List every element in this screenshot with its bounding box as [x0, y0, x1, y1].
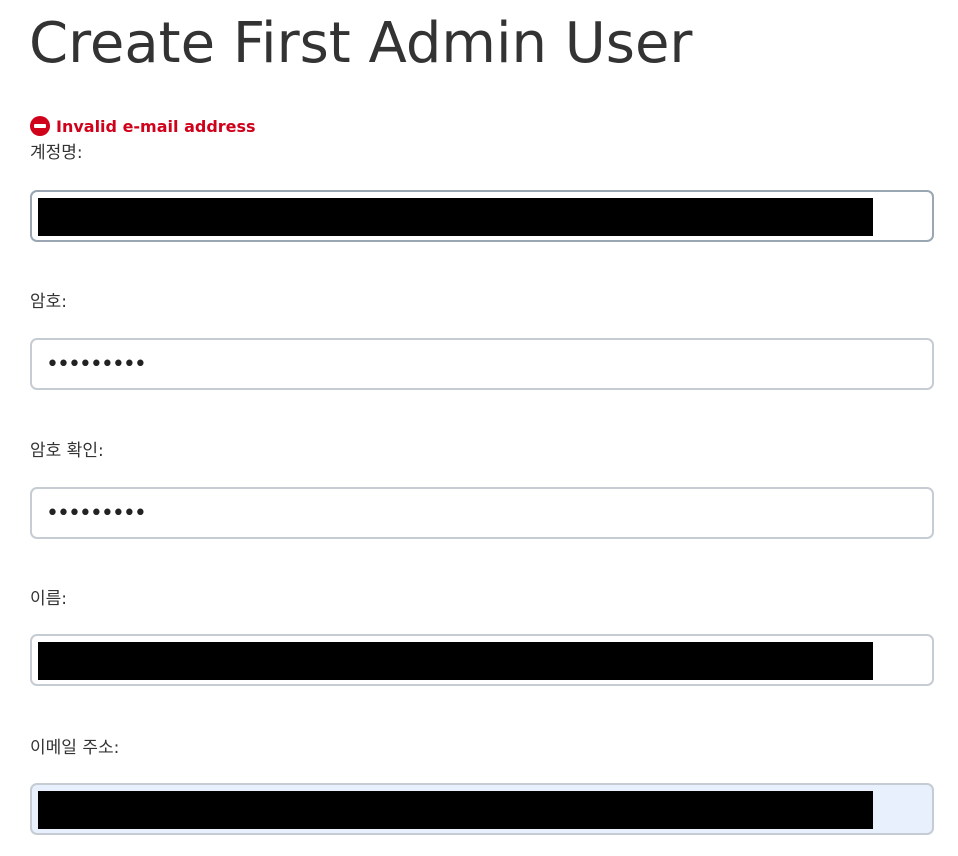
password-confirm-label: 암호 확인:	[30, 441, 104, 461]
password-confirm-masked-value: •••••••••	[46, 500, 147, 526]
email-field[interactable]	[30, 783, 934, 835]
password-masked-value: •••••••••	[46, 351, 147, 377]
error-message: Invalid e-mail address	[30, 115, 256, 137]
redacted-value	[38, 198, 873, 236]
error-text: Invalid e-mail address	[56, 116, 256, 136]
password-label: 암호:	[30, 292, 68, 312]
redacted-value	[38, 791, 873, 829]
username-field[interactable]	[30, 190, 934, 242]
full-name-label: 이름:	[30, 589, 68, 609]
full-name-field[interactable]	[30, 634, 934, 686]
redacted-value	[38, 642, 873, 680]
email-label: 이메일 주소:	[30, 738, 120, 758]
username-label: 계정명:	[30, 143, 83, 163]
password-field[interactable]: •••••••••	[30, 338, 934, 390]
password-confirm-field[interactable]: •••••••••	[30, 487, 934, 539]
page-title: Create First Admin User	[29, 11, 693, 76]
no-entry-icon	[30, 116, 50, 136]
